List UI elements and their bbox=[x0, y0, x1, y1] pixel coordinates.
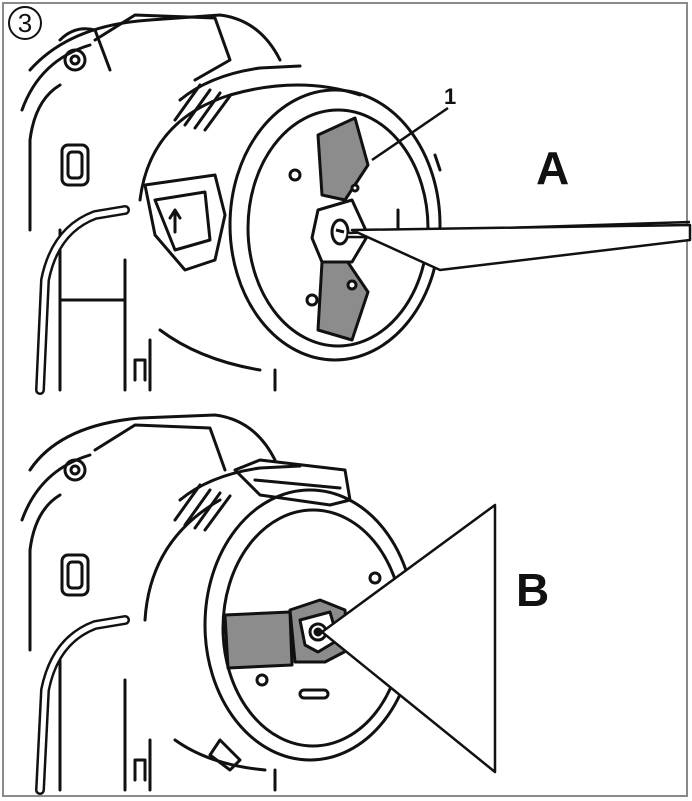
panel-a-latch bbox=[310, 116, 370, 342]
callout-1-leader bbox=[371, 106, 449, 162]
step-number-badge: 3 bbox=[8, 6, 42, 40]
step-number: 3 bbox=[17, 8, 33, 38]
panel-b-zoom-wedge bbox=[320, 503, 497, 774]
panel-a-label: A bbox=[536, 142, 570, 194]
panel-a-drawing bbox=[20, 13, 442, 395]
panel-b-latch bbox=[223, 598, 350, 670]
panel-b-label: B bbox=[516, 564, 550, 616]
panel-a-zoom-wedge bbox=[350, 223, 692, 272]
panel-b-drawing bbox=[20, 413, 417, 795]
callout-label-1: 1 bbox=[444, 84, 457, 109]
